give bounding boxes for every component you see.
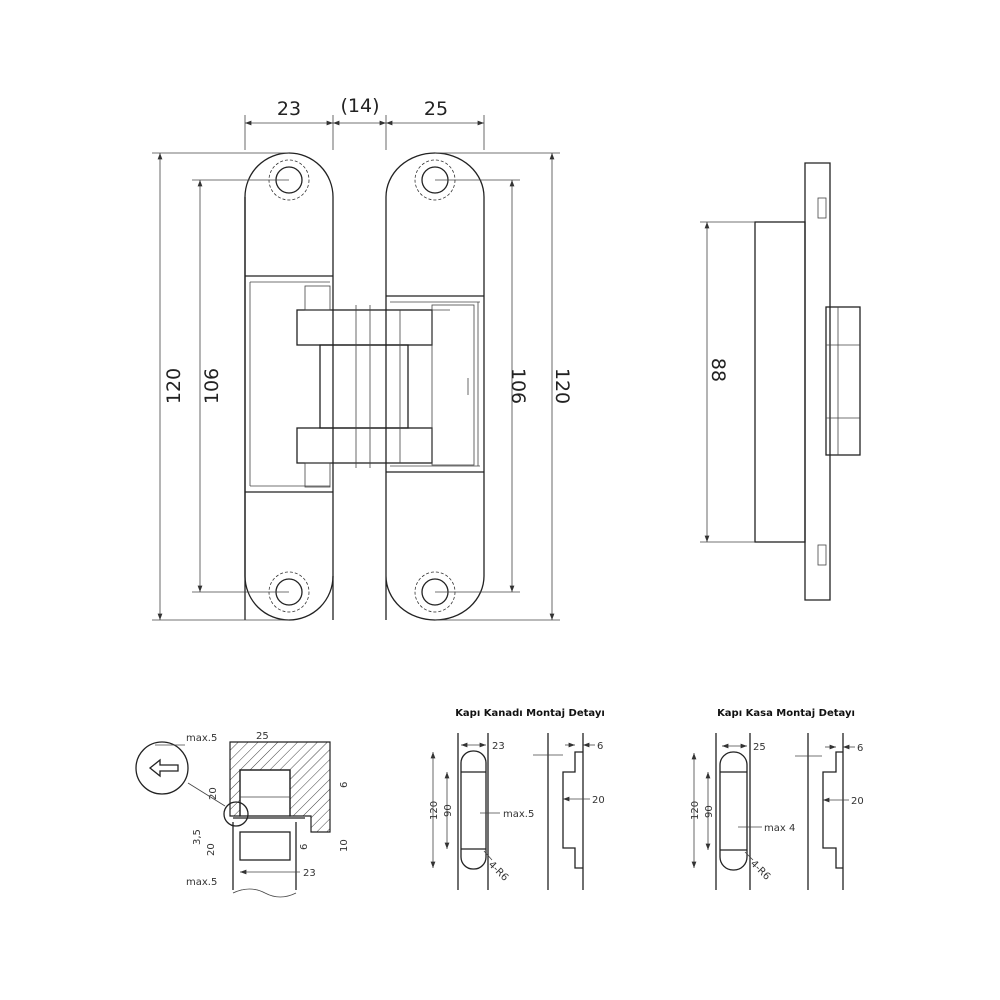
dim-right-leaf-width: 25 — [424, 98, 448, 120]
dim-hole-spacing-right: 106 — [507, 368, 529, 404]
dim-total-height-left: 120 — [163, 368, 185, 404]
frame-inner-label: 90 — [704, 805, 715, 818]
dim-body-height: 88 — [707, 358, 729, 382]
leaf-length-label: 120 — [429, 801, 440, 820]
hinge-mechanism — [296, 285, 475, 488]
dim-left-leaf-width: 23 — [277, 98, 301, 120]
main-dimensions: 23 (14) 25 120 106 106 120 — [152, 95, 573, 621]
frame-depth-6-label: 6 — [857, 743, 863, 754]
dim-23-label: 23 — [303, 868, 316, 879]
frame-radius-label: 4-R6 — [748, 858, 772, 882]
dim-20-top-label: 20 — [208, 787, 219, 800]
max-bottom-label: max.5 — [186, 877, 217, 888]
frame-depth-20-label: 20 — [851, 796, 864, 807]
frame-max-label: max 4 — [764, 823, 795, 834]
installation-section-detail: max.5 25 20 6 3,5 6 10 20 23 max.5 — [135, 731, 350, 898]
frame-width-label: 25 — [753, 742, 766, 753]
leaf-depth-20-label: 20 — [592, 795, 605, 806]
hinge-side-view: 88 — [700, 162, 861, 601]
frame-length-label: 120 — [690, 801, 701, 820]
screw-holes — [268, 159, 456, 613]
leaf-width-label: 23 — [492, 741, 505, 752]
dim-total-height-right: 120 — [551, 368, 573, 404]
leaf-inner-label: 90 — [443, 804, 454, 817]
door-leaf-title: Kapı Kanadı Montaj Detayı — [455, 708, 605, 719]
door-frame-title: Kapı Kasa Montaj Detayı — [717, 708, 855, 719]
right-leaf-outline — [385, 152, 485, 621]
leaf-max-label: max.5 — [503, 809, 534, 820]
leaf-depth-6-label: 6 — [597, 741, 603, 752]
max-top-label: max.5 — [186, 733, 217, 744]
dim-20-bottom-label: 20 — [206, 843, 217, 856]
dim-3-5-label: 3,5 — [192, 829, 203, 845]
dim-25-label: 25 — [256, 731, 269, 742]
dim-hole-spacing-left: 106 — [201, 368, 223, 404]
dim-10-label: 10 — [339, 839, 350, 852]
dim-gap: (14) — [340, 95, 379, 117]
dim-6-mid-label: 6 — [299, 844, 310, 850]
dim-6-right-label: 6 — [339, 782, 350, 788]
door-leaf-mounting-detail: Kapı Kanadı Montaj Detayı 23 120 90 max.… — [429, 708, 605, 890]
door-frame-mounting-detail: Kapı Kasa Montaj Detayı 25 120 90 max 4 … — [690, 708, 864, 890]
hinge-front-view: 23 (14) 25 120 106 106 120 — [152, 95, 573, 621]
leaf-radius-label: 4-R6 — [486, 859, 510, 883]
